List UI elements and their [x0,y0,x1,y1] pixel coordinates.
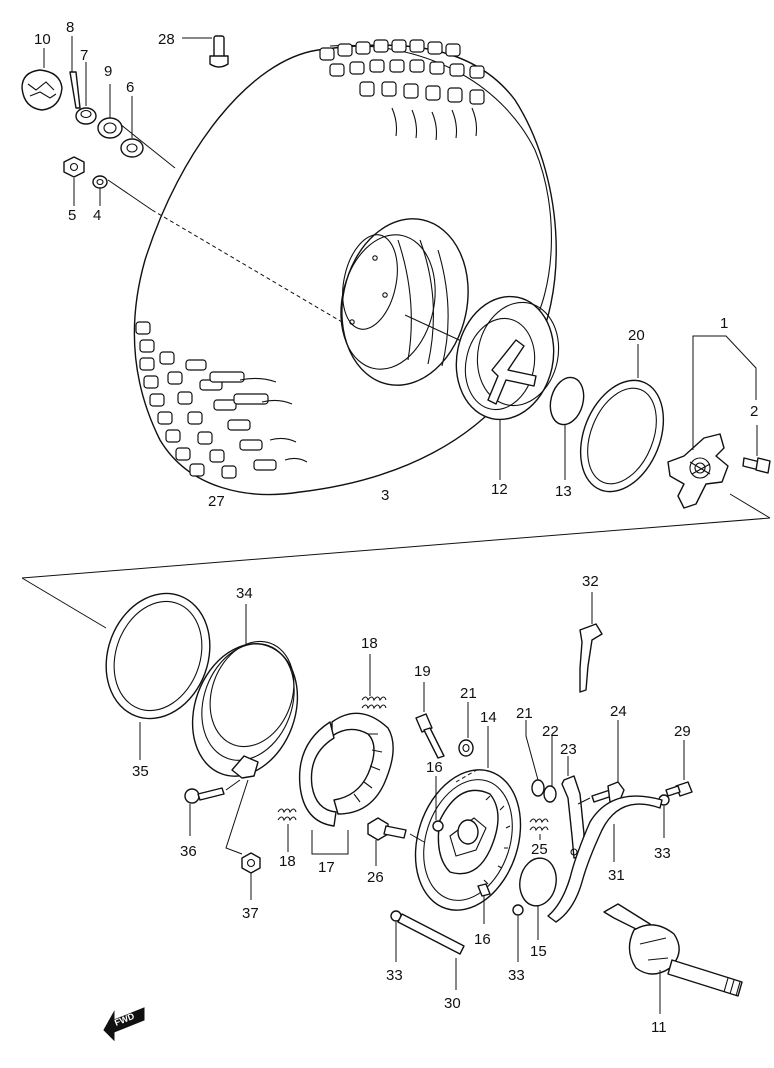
hub-flange [667,433,729,509]
callout-labels: 1 2 3 4 5 6 7 8 9 10 11 12 13 14 15 16 1… [34,19,758,1036]
bolt-29 [665,740,693,797]
washer-21b [525,720,557,803]
callout-18a: 18 [361,635,378,652]
bolt-36 [184,779,241,836]
callout-24: 24 [610,703,627,720]
axle-seal [519,857,557,940]
bolt-19 [415,682,445,759]
washer-9 [97,117,123,139]
callout-21b: 21 [516,705,533,722]
axis-line-upper [107,119,471,346]
callout-9: 9 [104,63,112,80]
callout-12: 12 [491,481,508,498]
cotter-pin [69,71,81,109]
tire [133,44,557,496]
flange-bracket [692,335,757,450]
brake-shoes [298,712,394,855]
axle-shaft [603,903,743,1014]
cam-lever [561,756,585,859]
nut-5 [63,156,85,178]
callout-33c: 33 [508,967,525,984]
clip-33-middle [512,904,524,962]
wheel-rim [340,218,469,386]
hub-bolt [742,425,771,474]
castle-nut [75,107,97,125]
valve-stem [182,35,229,68]
callout-22: 22 [542,723,559,740]
leader-lines-small [43,36,133,206]
brake-panel [414,726,522,911]
hub-drum [455,295,560,480]
callout-7: 7 [80,47,88,64]
spring-25 [529,818,549,840]
washer-6 [120,138,144,158]
callout-18b: 18 [279,853,296,870]
nut-37 [225,779,261,900]
brake-pipe [547,795,663,923]
pin-16-lower [477,883,491,924]
callout-25: 25 [531,841,548,858]
tire-tread-bottom [135,321,308,479]
callout-5: 5 [68,207,76,224]
callout-23: 23 [560,741,577,758]
callout-30: 30 [444,995,461,1012]
callout-35: 35 [132,763,149,780]
callout-34: 34 [236,585,253,602]
callout-1: 1 [720,315,728,332]
callout-20: 20 [628,327,645,344]
callout-32: 32 [582,573,599,590]
hub-cap [21,69,63,111]
callout-3: 3 [381,487,389,504]
callout-21a: 21 [460,685,477,702]
callout-2: 2 [750,403,758,420]
washer-21a [458,702,474,757]
spring-upper [361,654,387,710]
callout-8: 8 [66,19,74,36]
spring-lower [277,808,297,852]
callout-14: 14 [480,709,497,726]
callout-11: 11 [651,1019,667,1036]
assembly-divider [21,493,771,629]
tire-tread-top [319,39,485,141]
fwd-direction-badge: FWD [103,1007,145,1042]
pin-16-upper [432,776,444,832]
callout-37: 37 [242,905,259,922]
callout-19: 19 [414,663,431,680]
callout-17: 17 [318,859,335,876]
callout-29: 29 [674,723,691,740]
seal-ring [105,592,211,760]
callout-31: 31 [608,867,625,884]
callout-28: 28 [158,31,175,48]
callout-6: 6 [126,79,134,96]
callout-15: 15 [530,943,547,960]
callout-33b: 33 [386,967,403,984]
callout-16b: 16 [474,931,491,948]
washer-4 [92,175,108,189]
callout-16a: 16 [426,759,443,776]
clip-33-left [390,910,402,962]
drum-cover [191,604,299,779]
hub-seal [549,376,585,426]
axis-dashed-line [151,209,343,323]
callout-4: 4 [93,207,101,224]
callout-27: 27 [208,493,225,510]
callout-26: 26 [367,869,384,886]
bolt-26 [367,817,425,866]
drum-ring [579,344,665,493]
brake-bracket [579,592,603,693]
bolt-24 [577,720,625,805]
callout-10: 10 [34,31,51,48]
callout-36: 36 [180,843,197,860]
callout-33a: 33 [654,845,671,862]
brake-rod [397,913,465,990]
callout-13: 13 [555,483,572,500]
